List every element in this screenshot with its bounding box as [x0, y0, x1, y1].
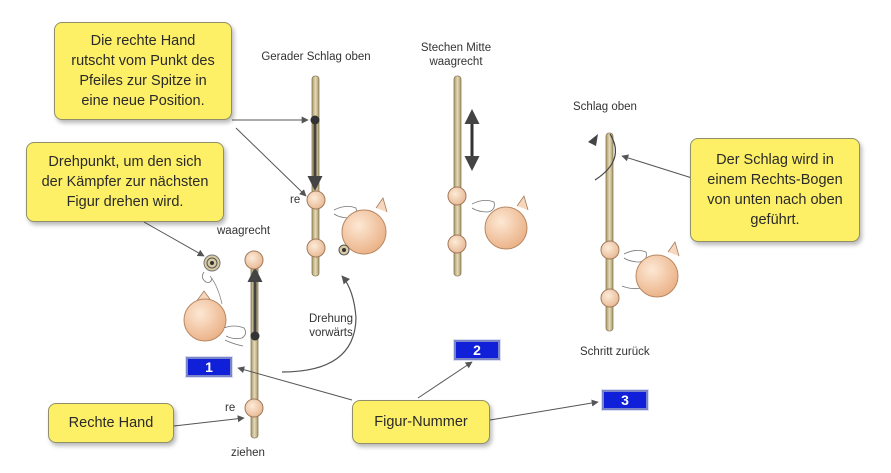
- callout-pivot-point: Drehpunkt, um den sich der Kämpfer zur n…: [26, 142, 224, 222]
- leader-arrows: [143, 116, 693, 427]
- staff-3: [453, 75, 462, 277]
- callout-strike-arc: Der Schlag wird in einem Rechts-Bogen vo…: [690, 138, 860, 242]
- label-re-figure-2: re: [290, 194, 301, 206]
- pivot-icon: [202, 254, 221, 283]
- callout-right-hand: Rechte Hand: [48, 403, 174, 443]
- hand-bottom-3: [447, 234, 467, 254]
- hand-top-1: [244, 250, 264, 270]
- figure-stechen: [447, 75, 529, 277]
- callout-right-hand-slides: Die rechte Hand rutscht vom Punkt des Pf…: [54, 22, 232, 120]
- hand-bottom-4: [600, 288, 620, 308]
- rotation-arc: [281, 275, 357, 373]
- figure-badge-2: 2: [454, 340, 500, 360]
- slide-start-dot-1: [250, 331, 260, 341]
- fighter-1: [183, 275, 246, 347]
- callout-figure-number: Figur-Nummer: [352, 400, 490, 444]
- slide-start-dot-2: [310, 115, 320, 125]
- strike-arc: [594, 133, 616, 181]
- label-waagrecht: waagrecht: [217, 225, 271, 237]
- label-step-back: Schritt zurück: [580, 346, 650, 358]
- head-2: [341, 209, 387, 255]
- hand-bottom-2: [306, 238, 326, 258]
- figure-badge-1: 1: [186, 357, 232, 377]
- label-re-figure-1: re: [225, 402, 236, 414]
- figure-2: [281, 75, 388, 373]
- hand-top-4: [600, 240, 620, 260]
- head-4: [635, 254, 679, 298]
- figure-schlag: [588, 132, 680, 332]
- figure-1: [183, 250, 264, 439]
- label-rotation-forward: Drehung vorwärts: [308, 313, 354, 339]
- label-ziehen: ziehen: [231, 447, 265, 459]
- head-1: [183, 298, 227, 342]
- hand-bottom-1: [244, 398, 264, 418]
- fighter-3: [471, 195, 529, 250]
- hand-top-3: [447, 186, 467, 206]
- staff-4: [605, 132, 614, 332]
- hand-top-2: [306, 190, 326, 210]
- fighter-2: [333, 197, 388, 256]
- head-3: [484, 206, 528, 250]
- label-strike-top: Schlag oben: [573, 101, 637, 113]
- label-straight-strike-top: Gerader Schlag oben: [261, 51, 371, 63]
- fighter-4: [621, 241, 680, 298]
- figure-badge-3: 3: [602, 390, 648, 410]
- label-thrust-middle: Stechen Mitte waagrecht: [420, 42, 492, 68]
